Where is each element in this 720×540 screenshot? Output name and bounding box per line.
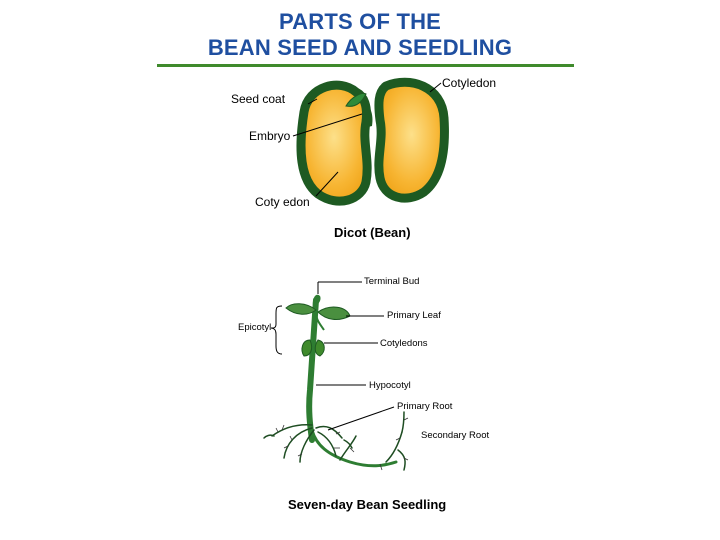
embryo-pointer <box>292 113 363 137</box>
cotyledon-bottom-pointer <box>315 171 339 197</box>
secondary-root-label: Secondary Root <box>421 430 490 441</box>
seedling-caption: Seven-day Bean Seedling <box>288 497 447 512</box>
cotyledon-top-label: Cotyledon <box>442 76 497 90</box>
hypocotyl-label: Hypocotyl <box>369 380 411 391</box>
secondary-roots <box>263 411 406 471</box>
cotyledon-bottom-label: Coty edon <box>255 195 310 209</box>
seedling-cotyledon-left <box>301 339 313 357</box>
epicotyl-bracket <box>270 305 283 355</box>
primary-leaf-left <box>285 303 317 315</box>
seedling-cotyledon-right <box>314 339 325 357</box>
terminal-bud <box>312 294 321 306</box>
right-cotyledon <box>374 77 449 203</box>
title-divider <box>157 64 574 67</box>
embryo-leaf <box>345 93 367 107</box>
cotyledon-top-pointer <box>429 82 442 93</box>
embryo <box>362 100 373 128</box>
terminal-bud-label: Terminal Bud <box>364 276 420 287</box>
bean-seedling <box>263 281 409 471</box>
primary-leaf-label: Primary Leaf <box>387 310 441 321</box>
embryo-label: Embryo <box>249 129 291 143</box>
title-line-2: BEAN SEED AND SEEDLING <box>207 35 513 60</box>
primary-root-pointer <box>327 406 395 431</box>
root-hairs <box>275 417 409 471</box>
seed-caption: Dicot (Bean) <box>334 225 411 240</box>
seed-coat-pointer <box>307 98 318 105</box>
cotyledons-label: Cotyledons <box>380 338 428 349</box>
epicotyl-label: Epicotyl <box>238 322 272 333</box>
stem <box>306 297 319 443</box>
primary-root <box>310 428 398 468</box>
seed-coat-label: Seed coat <box>231 92 286 106</box>
primary-root-label: Primary Root <box>397 401 453 412</box>
primary-leaf-right <box>317 306 351 320</box>
title-line-1: PARTS OF THE <box>278 9 442 34</box>
leaf-stalk <box>315 311 325 331</box>
bean-seed <box>292 77 449 206</box>
